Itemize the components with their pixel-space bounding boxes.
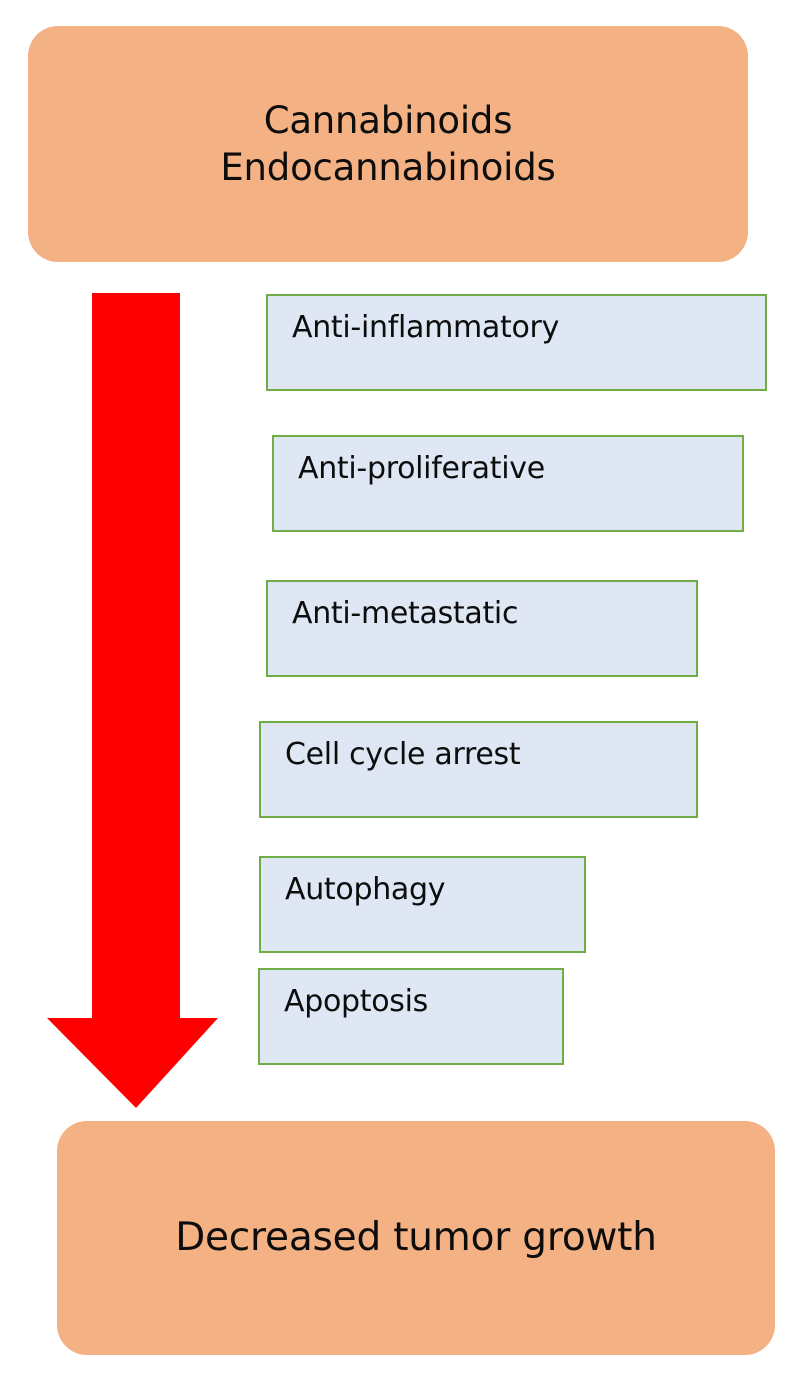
source-box-text: Cannabinoids Endocannabinoids bbox=[220, 97, 555, 192]
effect-box-anti-metastatic: Anti-metastatic bbox=[266, 580, 698, 677]
effect-box-anti-inflammatory: Anti-inflammatory bbox=[266, 294, 767, 391]
outcome-box-label: Decreased tumor growth bbox=[175, 1215, 657, 1261]
down-arrow-shape bbox=[47, 293, 218, 1108]
effect-label: Cell cycle arrest bbox=[285, 737, 521, 772]
effect-label: Autophagy bbox=[285, 872, 446, 907]
source-box-line-2: Endocannabinoids bbox=[220, 146, 556, 189]
effect-box-autophagy: Autophagy bbox=[259, 856, 586, 953]
effect-box-cell-cycle-arrest: Cell cycle arrest bbox=[259, 721, 698, 818]
effect-label: Anti-proliferative bbox=[298, 451, 545, 486]
effect-label: Anti-metastatic bbox=[292, 596, 519, 631]
effect-box-anti-proliferative: Anti-proliferative bbox=[272, 435, 744, 532]
effect-box-apoptosis: Apoptosis bbox=[258, 968, 564, 1065]
outcome-box: Decreased tumor growth bbox=[57, 1121, 775, 1355]
effect-label: Apoptosis bbox=[284, 984, 428, 1019]
effect-label: Anti-inflammatory bbox=[292, 310, 560, 345]
source-box: Cannabinoids Endocannabinoids bbox=[28, 26, 748, 262]
source-box-line-1: Cannabinoids bbox=[263, 98, 513, 142]
down-arrow-icon bbox=[47, 293, 218, 1108]
